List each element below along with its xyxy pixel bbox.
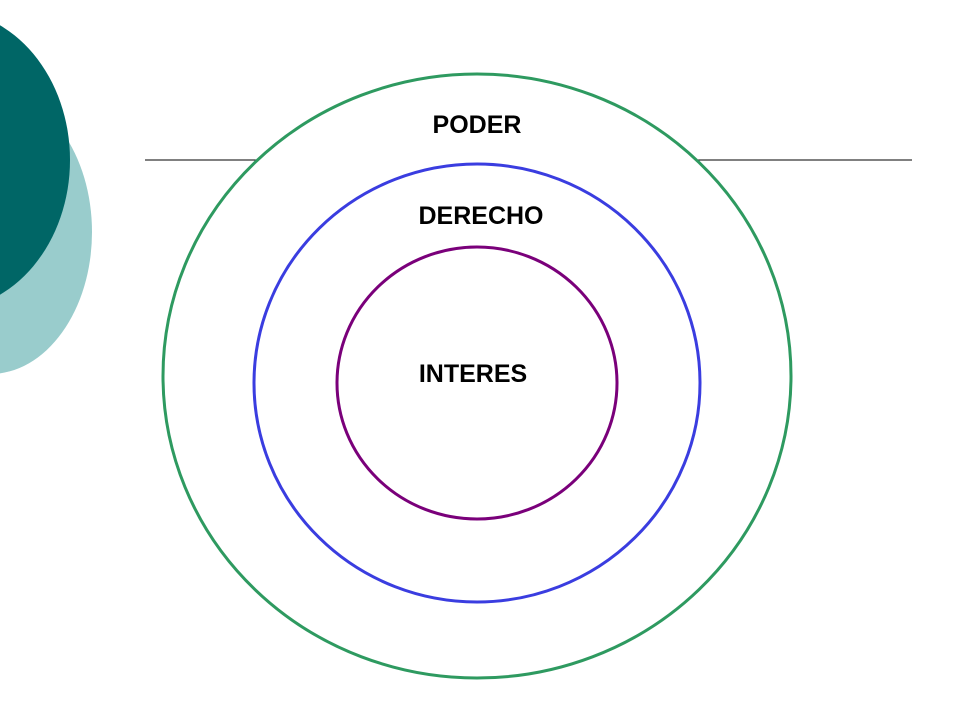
decorative-corner-shapes xyxy=(0,25,92,374)
ring-middle-label: DERECHO xyxy=(418,202,543,230)
decor-circle-dark xyxy=(0,25,70,295)
ring-outer-label: PODER xyxy=(433,111,522,139)
ring-inner-circle xyxy=(335,245,619,521)
ring-inner: INTERES xyxy=(335,245,619,521)
ring-inner-label: INTERES xyxy=(419,360,527,388)
